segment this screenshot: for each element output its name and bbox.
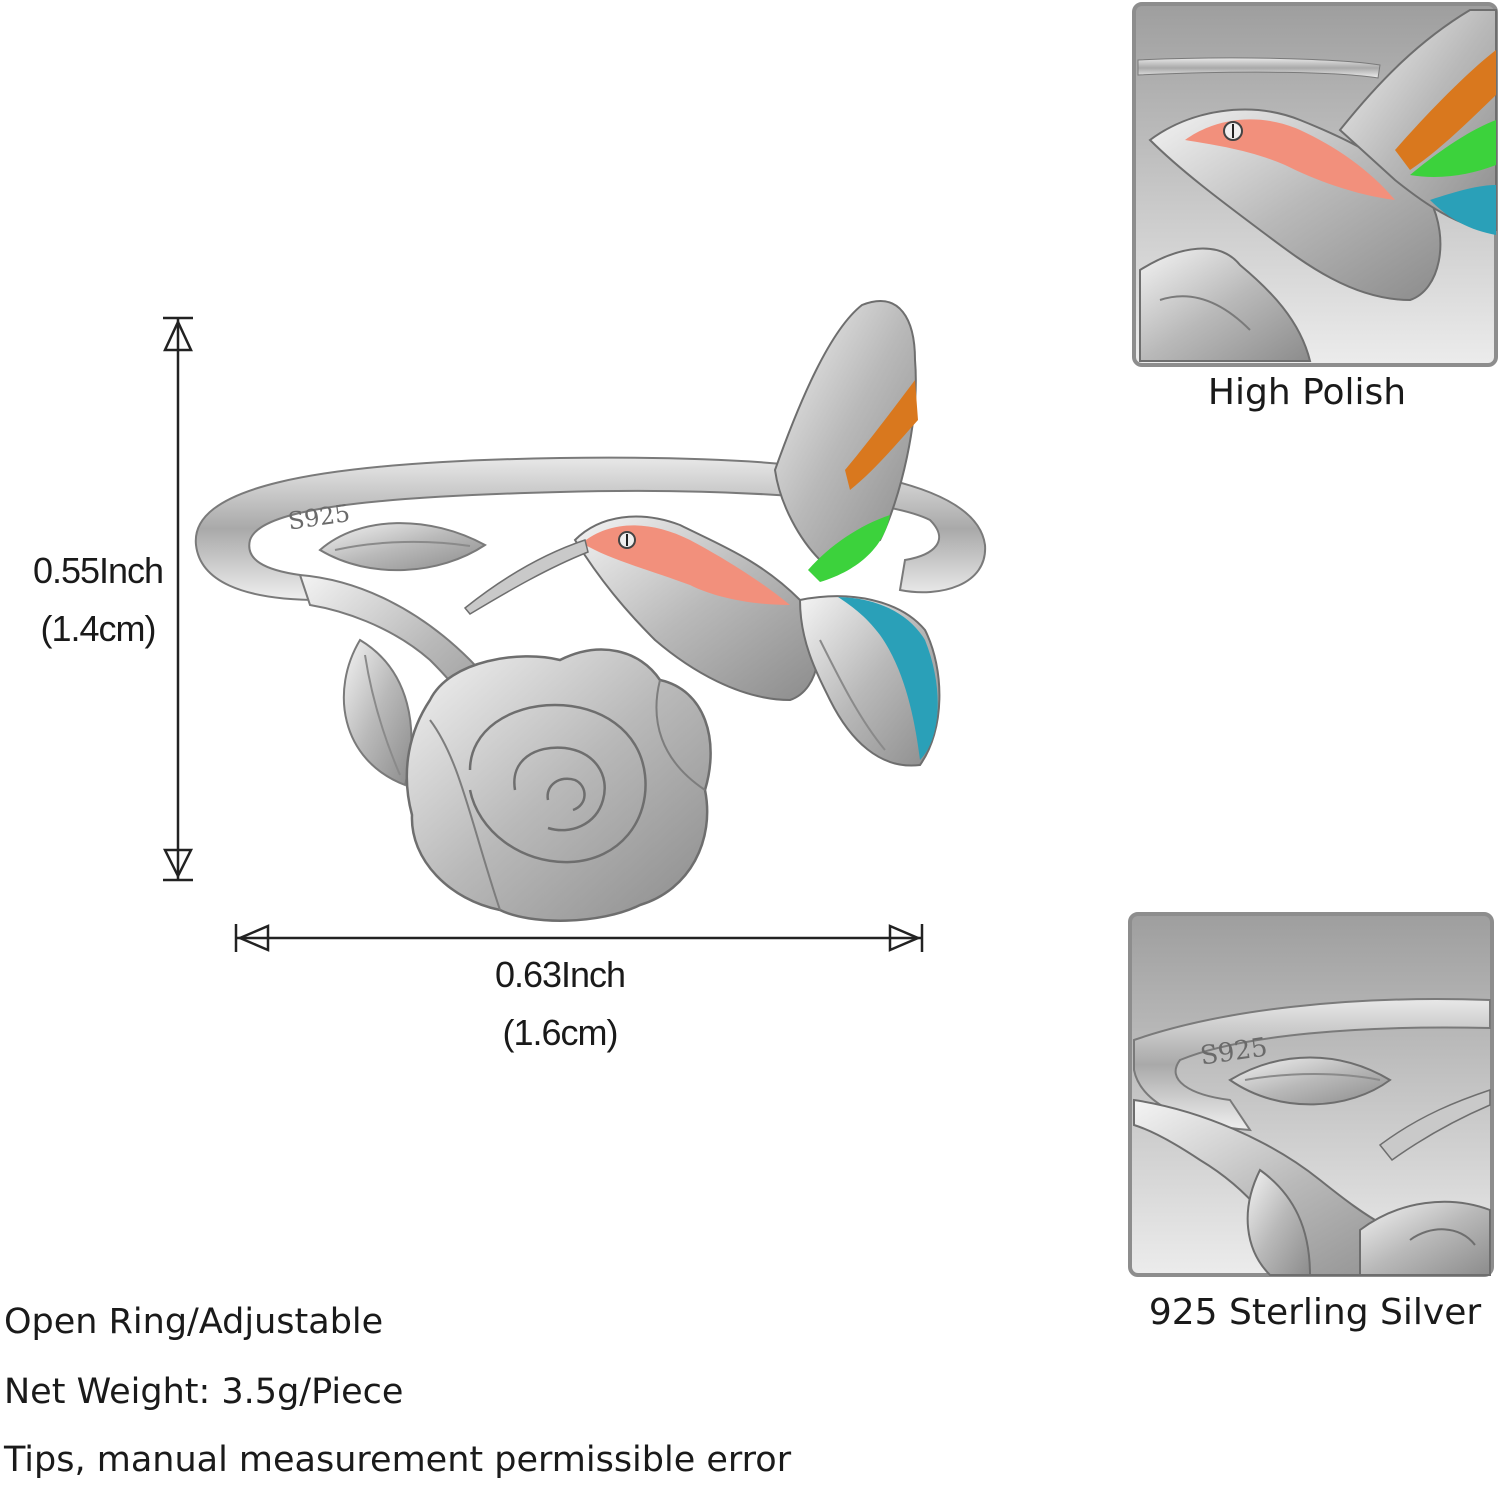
spec-tips: Tips, manual measurement permissible err… — [4, 1440, 792, 1480]
height-dimension-arrow — [162, 316, 194, 882]
height-inch-label: 0.55Inch — [32, 550, 164, 591]
ring-main-image — [194, 300, 987, 922]
height-cm-label: (1.4cm) — [40, 608, 156, 649]
spec-net-weight: Net Weight: 3.5g/Piece — [4, 1372, 404, 1412]
sterling-silver-caption: 925 Sterling Silver — [1148, 1292, 1482, 1333]
high-polish-caption: High Polish — [1207, 372, 1407, 413]
width-cm-label: (1.6cm) — [502, 1012, 618, 1053]
width-dimension-arrow — [234, 924, 924, 952]
spec-open-ring: Open Ring/Adjustable — [4, 1302, 384, 1342]
width-inch-label: 0.63Inch — [494, 954, 626, 995]
sterling-silver-detail-image — [1128, 912, 1494, 1277]
high-polish-detail-image — [1132, 2, 1498, 367]
